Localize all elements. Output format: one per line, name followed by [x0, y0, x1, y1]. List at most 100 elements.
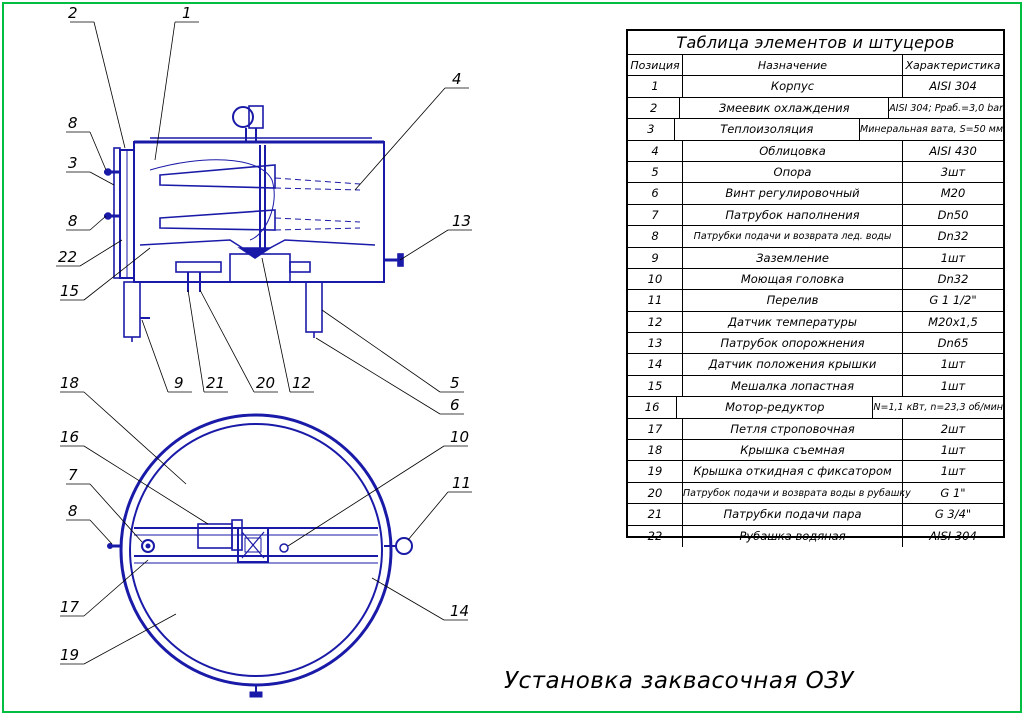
leg-left — [123, 281, 141, 338]
row-position: 14 — [628, 354, 683, 375]
label-3: 3 — [68, 154, 78, 172]
row-characteristic: М20х1,5 — [928, 314, 978, 329]
row-position: 9 — [628, 247, 683, 268]
row-position: 1 — [628, 76, 683, 97]
label-1: 1 — [182, 4, 192, 22]
row-characteristic: 1шт — [940, 464, 966, 479]
label-16: 16 — [60, 428, 79, 446]
row-characteristic: G 1" — [940, 485, 966, 500]
label-14: 14 — [450, 602, 469, 620]
plan-view — [107, 413, 413, 698]
motor-circle — [232, 106, 254, 128]
label-8-top: 8 — [68, 114, 78, 132]
row-purpose: Мотор-редуктор — [677, 397, 874, 418]
row-position: 11 — [628, 290, 683, 311]
row-position: 4 — [628, 140, 683, 161]
label-9: 9 — [174, 374, 184, 392]
label-10: 10 — [450, 428, 469, 446]
row-characteristic: AISI 304; Pраб.=3,0 bar — [889, 102, 1003, 114]
label-19: 19 — [60, 646, 79, 664]
row-purpose: Корпус — [683, 76, 903, 97]
row-purpose: Крышка съемная — [683, 440, 903, 461]
row-purpose: Рубашка водяная — [683, 525, 903, 547]
cover-outer — [119, 413, 393, 687]
label-4: 4 — [452, 70, 462, 88]
table-title: Таблица элементов и штуцеров — [628, 31, 1003, 55]
row-characteristic: Dn32 — [937, 229, 969, 244]
row-characteristic: N=1,1 кВт, n=23,3 об/мин — [873, 402, 1003, 414]
cover-inner — [129, 423, 383, 677]
label-8-mid: 8 — [68, 212, 78, 230]
label-7: 7 — [68, 466, 78, 484]
row-characteristic: 1шт — [940, 250, 966, 265]
row-purpose: Винт регулировочный — [683, 183, 903, 204]
row-position: 20 — [628, 482, 683, 504]
row-purpose: Мешалка лопастная — [683, 375, 903, 397]
side-view-leaders — [56, 21, 472, 415]
elements-table: Таблица элементов и штуцеров Позиция Наз… — [626, 29, 1005, 547]
row-purpose: Моющая головка — [683, 268, 903, 290]
label-13: 13 — [452, 212, 471, 230]
label-11: 11 — [452, 474, 471, 492]
row-purpose: Патрубки подачи и возврата лед. воды — [683, 226, 903, 247]
row-position: 18 — [628, 440, 683, 461]
row-characteristic: 2шт — [940, 421, 966, 436]
header-position: Позиция — [628, 55, 683, 76]
row-position: 7 — [628, 204, 683, 226]
label-17: 17 — [60, 598, 80, 616]
header-purpose: Назначение — [683, 55, 903, 76]
label-5: 5 — [450, 374, 460, 392]
row-position: 21 — [628, 504, 683, 525]
row-characteristic: М20 — [940, 186, 966, 201]
side-view — [104, 105, 404, 342]
row-position: 13 — [628, 333, 683, 354]
row-purpose: Патрубки подачи пара — [683, 504, 903, 525]
label-6: 6 — [450, 396, 460, 414]
row-purpose: Перелив — [683, 290, 903, 311]
row-position: 15 — [628, 375, 683, 397]
row-characteristic: AISI 304 — [929, 79, 977, 94]
row-position: 22 — [628, 525, 683, 547]
row-characteristic: Dn32 — [937, 271, 969, 286]
row-position: 19 — [628, 461, 683, 482]
row-purpose: Петля строповочная — [683, 418, 903, 440]
label-21: 21 — [206, 374, 225, 392]
header-characteristic: Характеристика — [905, 59, 1001, 72]
plan-view-numbers: 18 16 10 11 7 8 17 14 19 — [60, 374, 471, 664]
row-purpose: Крышка откидная с фиксатором — [683, 461, 903, 482]
row-position: 8 — [628, 226, 683, 247]
row-position: 10 — [628, 268, 683, 290]
row-purpose: Датчик температуры — [683, 311, 903, 333]
row-characteristic: Dn50 — [937, 207, 969, 222]
side-view-numbers: 2 1 4 8 3 8 22 15 13 9 21 20 12 5 6 — [58, 4, 471, 414]
plan-view-leaders — [60, 391, 472, 665]
row-characteristic: G 3/4" — [934, 507, 972, 522]
row-characteristic: Минеральная вата, S=50 мм — [860, 124, 1003, 136]
label-15: 15 — [60, 282, 79, 300]
row-characteristic: 3шт — [940, 164, 966, 179]
row-purpose: Опора — [683, 161, 903, 183]
table-header-row: Позиция Назначение Характеристика — [628, 55, 1003, 77]
row-characteristic: Dn65 — [937, 336, 969, 351]
row-characteristic: G 1 1/2" — [929, 293, 977, 308]
row-position: 17 — [628, 418, 683, 440]
